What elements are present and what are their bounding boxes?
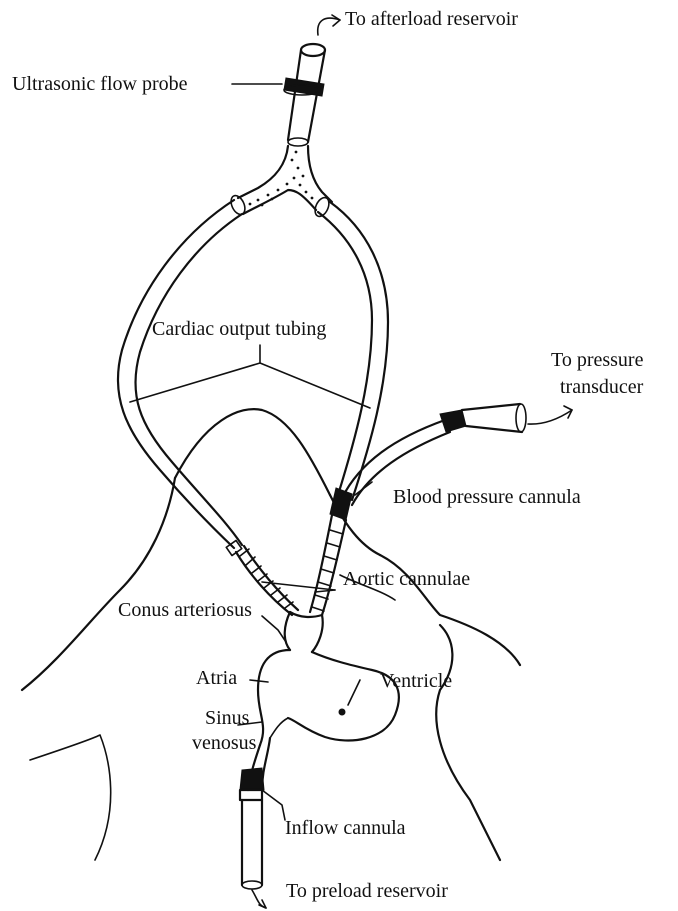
label-afterload: To afterload reservoir [345, 8, 518, 30]
label-pressure-line2: transducer [560, 376, 643, 398]
inflow-cannula [240, 768, 264, 889]
arrows [252, 15, 572, 908]
label-cardiac-output-tubing: Cardiac output tubing [152, 318, 326, 340]
cardiac-output-leaders [130, 345, 370, 408]
label-ventricle: Ventricle [380, 670, 452, 692]
y-connector [228, 146, 332, 219]
body-outline [22, 409, 520, 860]
label-aortic-cannulae: Aortic cannulae [343, 568, 470, 590]
afterload-tube [284, 44, 325, 146]
label-bp-cannula: Blood pressure cannula [393, 486, 581, 508]
label-pressure-line1: To pressure [551, 349, 643, 371]
label-preload: To preload reservoir [286, 880, 448, 902]
label-flow-probe: Ultrasonic flow probe [12, 73, 188, 95]
heart [248, 612, 399, 790]
label-sinus-line2: venosus [192, 732, 256, 754]
label-conus-arteriosus: Conus arteriosus [118, 599, 252, 621]
label-atria: Atria [196, 667, 237, 689]
left-output-tubing [118, 200, 298, 615]
label-inflow-cannula: Inflow cannula [285, 817, 406, 839]
label-sinus-line1: Sinus [205, 707, 249, 729]
